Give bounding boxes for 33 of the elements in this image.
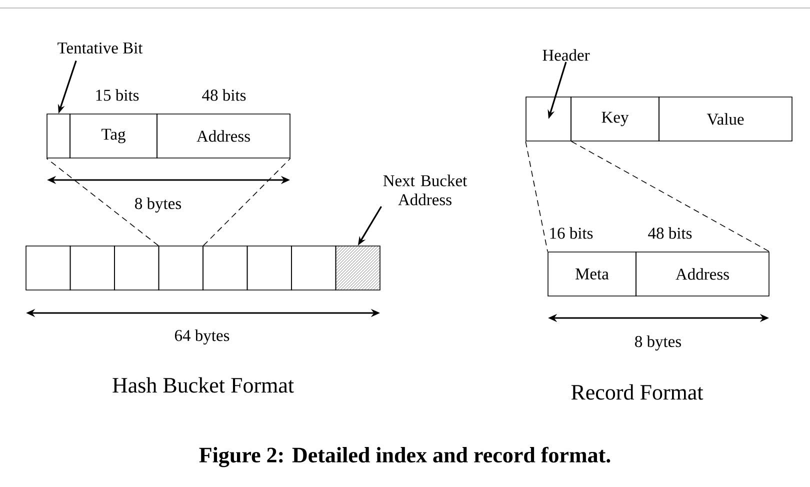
zoom-line (525, 141, 548, 252)
format-title: Hash Bucket Format (112, 377, 294, 393)
memory-cell (26, 246, 71, 290)
memory-cell (246, 246, 292, 290)
memory-cell (158, 246, 204, 290)
zoom-line (46, 158, 159, 246)
size-label: 16 bits (550, 227, 593, 239)
size-label: 48 bits (202, 89, 246, 101)
memory-cell (70, 246, 115, 290)
memory-cell (202, 246, 248, 290)
zoom-line (571, 141, 770, 252)
callout-text: Header (542, 49, 590, 61)
memory-cell (526, 96, 572, 142)
callout-text: Tentative Bit (58, 42, 143, 54)
memory-cell: Key (570, 96, 660, 142)
memory-cell: Address (156, 114, 290, 158)
size-label: 64 bytes (174, 329, 230, 344)
size-label: 48 bits (648, 227, 692, 239)
figure-caption: Figure 2: Detailed index and record format. (199, 446, 610, 468)
size-label: 15 bits (96, 89, 139, 101)
size-label: 8 bytes (135, 197, 182, 212)
callout-text: Next Bucket Address (383, 174, 468, 206)
memory-cell: Value (658, 96, 792, 142)
memory-cell: Address (636, 252, 770, 296)
memory-cell (114, 246, 160, 290)
format-title: Record Format (571, 384, 704, 400)
memory-cell: Tag (70, 114, 158, 158)
memory-cell (46, 114, 70, 158)
zoom-line (203, 158, 291, 246)
hatched-cell (335, 246, 380, 290)
memory-cell (291, 246, 336, 290)
size-label: 8 bytes (635, 335, 682, 350)
memory-cell: Meta (548, 252, 636, 296)
